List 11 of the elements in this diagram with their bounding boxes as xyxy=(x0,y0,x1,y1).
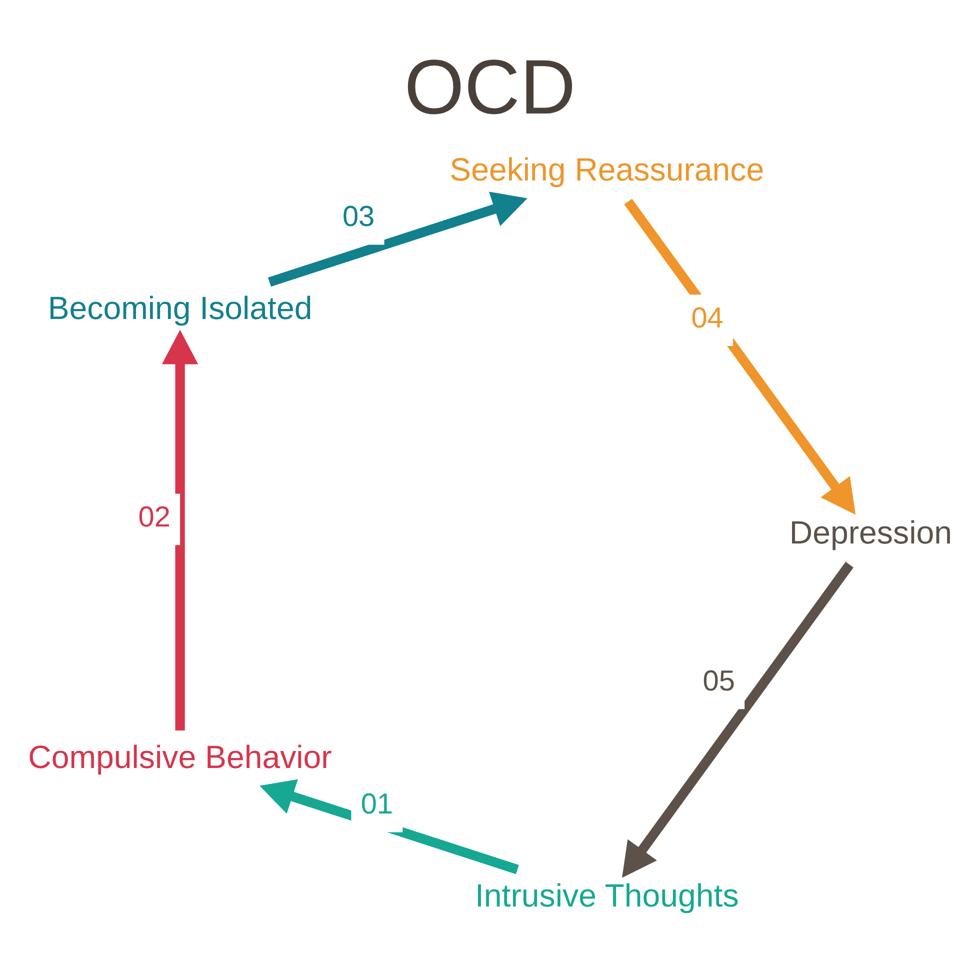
edge-label: 04 xyxy=(691,302,724,334)
node-text: Intrusive Thoughts xyxy=(474,878,739,914)
edge-label: 03 xyxy=(342,201,375,234)
node-text: Becoming Isolated xyxy=(48,290,312,326)
node-text: Seeking Reassurance xyxy=(450,151,764,188)
edge-label: 02 xyxy=(138,502,170,534)
node-text: Depression xyxy=(789,514,952,551)
edge-label: 01 xyxy=(360,788,394,821)
diagram-title: OCD xyxy=(404,44,576,131)
node-text: Compulsive Behavior xyxy=(28,738,332,775)
edge-label: 05 xyxy=(702,665,735,698)
